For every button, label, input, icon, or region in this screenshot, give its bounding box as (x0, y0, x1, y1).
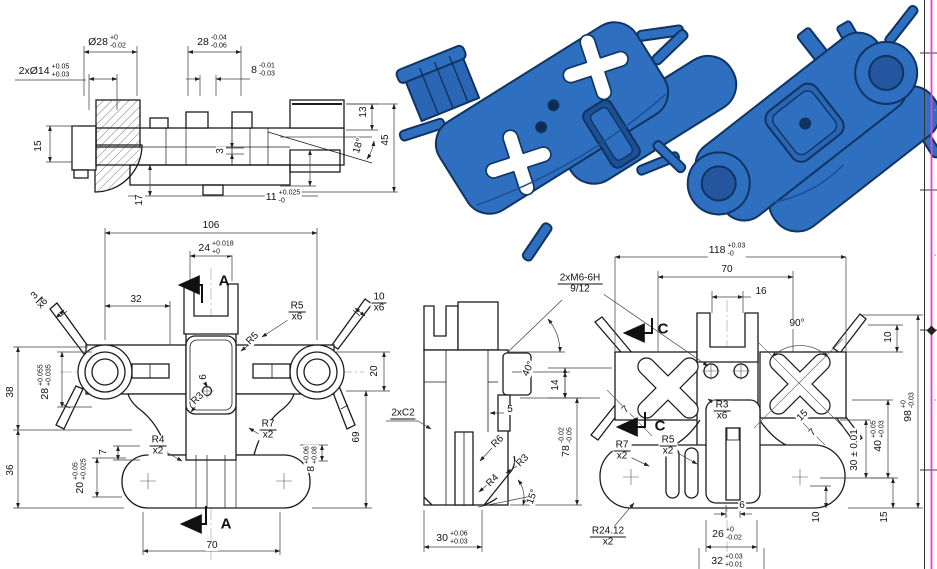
dim-20-tol: 20+0.05+0.025 (72, 457, 88, 495)
dim-90deg: 90° (788, 318, 806, 329)
dim-98-tol: 98+0-0.03 (900, 391, 916, 423)
dim-32: 32 (129, 294, 143, 305)
dim-38: 38 (5, 385, 16, 399)
dim-15: 15 (33, 139, 44, 153)
dim-17: 17 (134, 193, 145, 207)
dim-20r: 20 (369, 364, 380, 378)
dim-70: 70 (720, 264, 734, 275)
dim-7: 7 (98, 448, 109, 456)
dim-106: 106 (201, 220, 221, 231)
model-iso-right (636, 5, 937, 233)
view-rear (590, 300, 867, 560)
dim-118: 118+0.03-0 (707, 242, 747, 258)
dim-3: 3 (215, 147, 226, 155)
dim-69: 69 (351, 430, 362, 444)
dim-78-tol: 78-0.02-0.05 (558, 426, 574, 458)
view-section-aa (71, 99, 373, 196)
section-label-c-top: C (657, 320, 669, 338)
dim-10-top: 10 (883, 330, 894, 344)
dim-28-tol: 28+0.055+0.035 (37, 363, 53, 401)
dim-28: 28-0.04-0.06 (196, 34, 228, 50)
sheet-border-handle[interactable] (926, 325, 937, 336)
section-label-a-bottom: A (220, 515, 232, 533)
section-label-c-bottom: C (654, 417, 666, 435)
section-label-a-top: A (218, 272, 230, 290)
dim-8: 8-0.01-0.03 (250, 62, 276, 78)
dim-2xc2: 2xC2 (390, 407, 416, 420)
dim-dia28: Ø28+0-0.02 (87, 34, 127, 50)
dim-36: 36 (5, 463, 16, 477)
dim-10-bottom: 10 (811, 510, 822, 524)
dim-24: 24+0.018+0 (197, 240, 235, 256)
dim-45: 45 (380, 133, 391, 147)
dim-8-tol: 8+0.06+0.08 (303, 445, 319, 473)
dim-70: 70 (205, 540, 219, 551)
dim-11: 11+0.025-0 (264, 189, 302, 205)
view-side (423, 301, 532, 506)
dim-30pm: 30 ± 0.01 (849, 428, 860, 472)
dim-5: 5 (506, 404, 514, 415)
dim-2xdia14: 2xØ14+0.05+0.03 (17, 63, 71, 79)
dims-front (13, 228, 390, 555)
dim-30-tol: 30+0.06+0.03 (435, 530, 469, 546)
dim-6: 6 (198, 373, 209, 381)
model-iso-left (395, 21, 738, 262)
sheet-frame (920, 0, 937, 569)
dim-40-tol: 40+0.05+0.03 (870, 419, 886, 453)
view-front (49, 268, 373, 560)
dim-15-bottom: 15 (879, 510, 890, 524)
dim-32: 32+0.03+0.01 (710, 553, 744, 569)
dim-13: 13 (358, 105, 369, 119)
dim-6: 6 (738, 500, 746, 511)
dim-26: 26+0-0.02 (711, 526, 743, 542)
dim-14: 14 (550, 378, 561, 392)
dim-16: 16 (754, 286, 768, 297)
